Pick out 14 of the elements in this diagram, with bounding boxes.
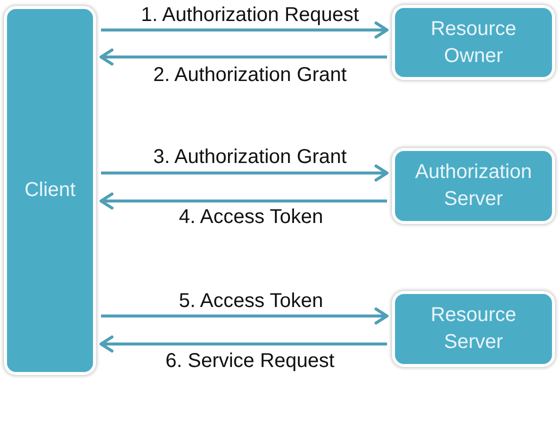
arrow bbox=[101, 164, 388, 182]
node-label: Resource Server bbox=[430, 303, 518, 355]
arrow bbox=[100, 336, 387, 352]
node-label: Client bbox=[24, 178, 76, 203]
arrow bbox=[100, 192, 387, 210]
arrow bbox=[101, 22, 388, 38]
rounded-box bbox=[4, 6, 96, 375]
rounded-box bbox=[392, 291, 555, 367]
rounded-box bbox=[392, 5, 555, 80]
arrow bbox=[100, 48, 387, 66]
node-label: Resource Owner bbox=[430, 16, 518, 68]
rounded-box bbox=[392, 148, 555, 224]
arrow bbox=[101, 308, 388, 324]
node-label: Authorization Server bbox=[414, 160, 533, 212]
